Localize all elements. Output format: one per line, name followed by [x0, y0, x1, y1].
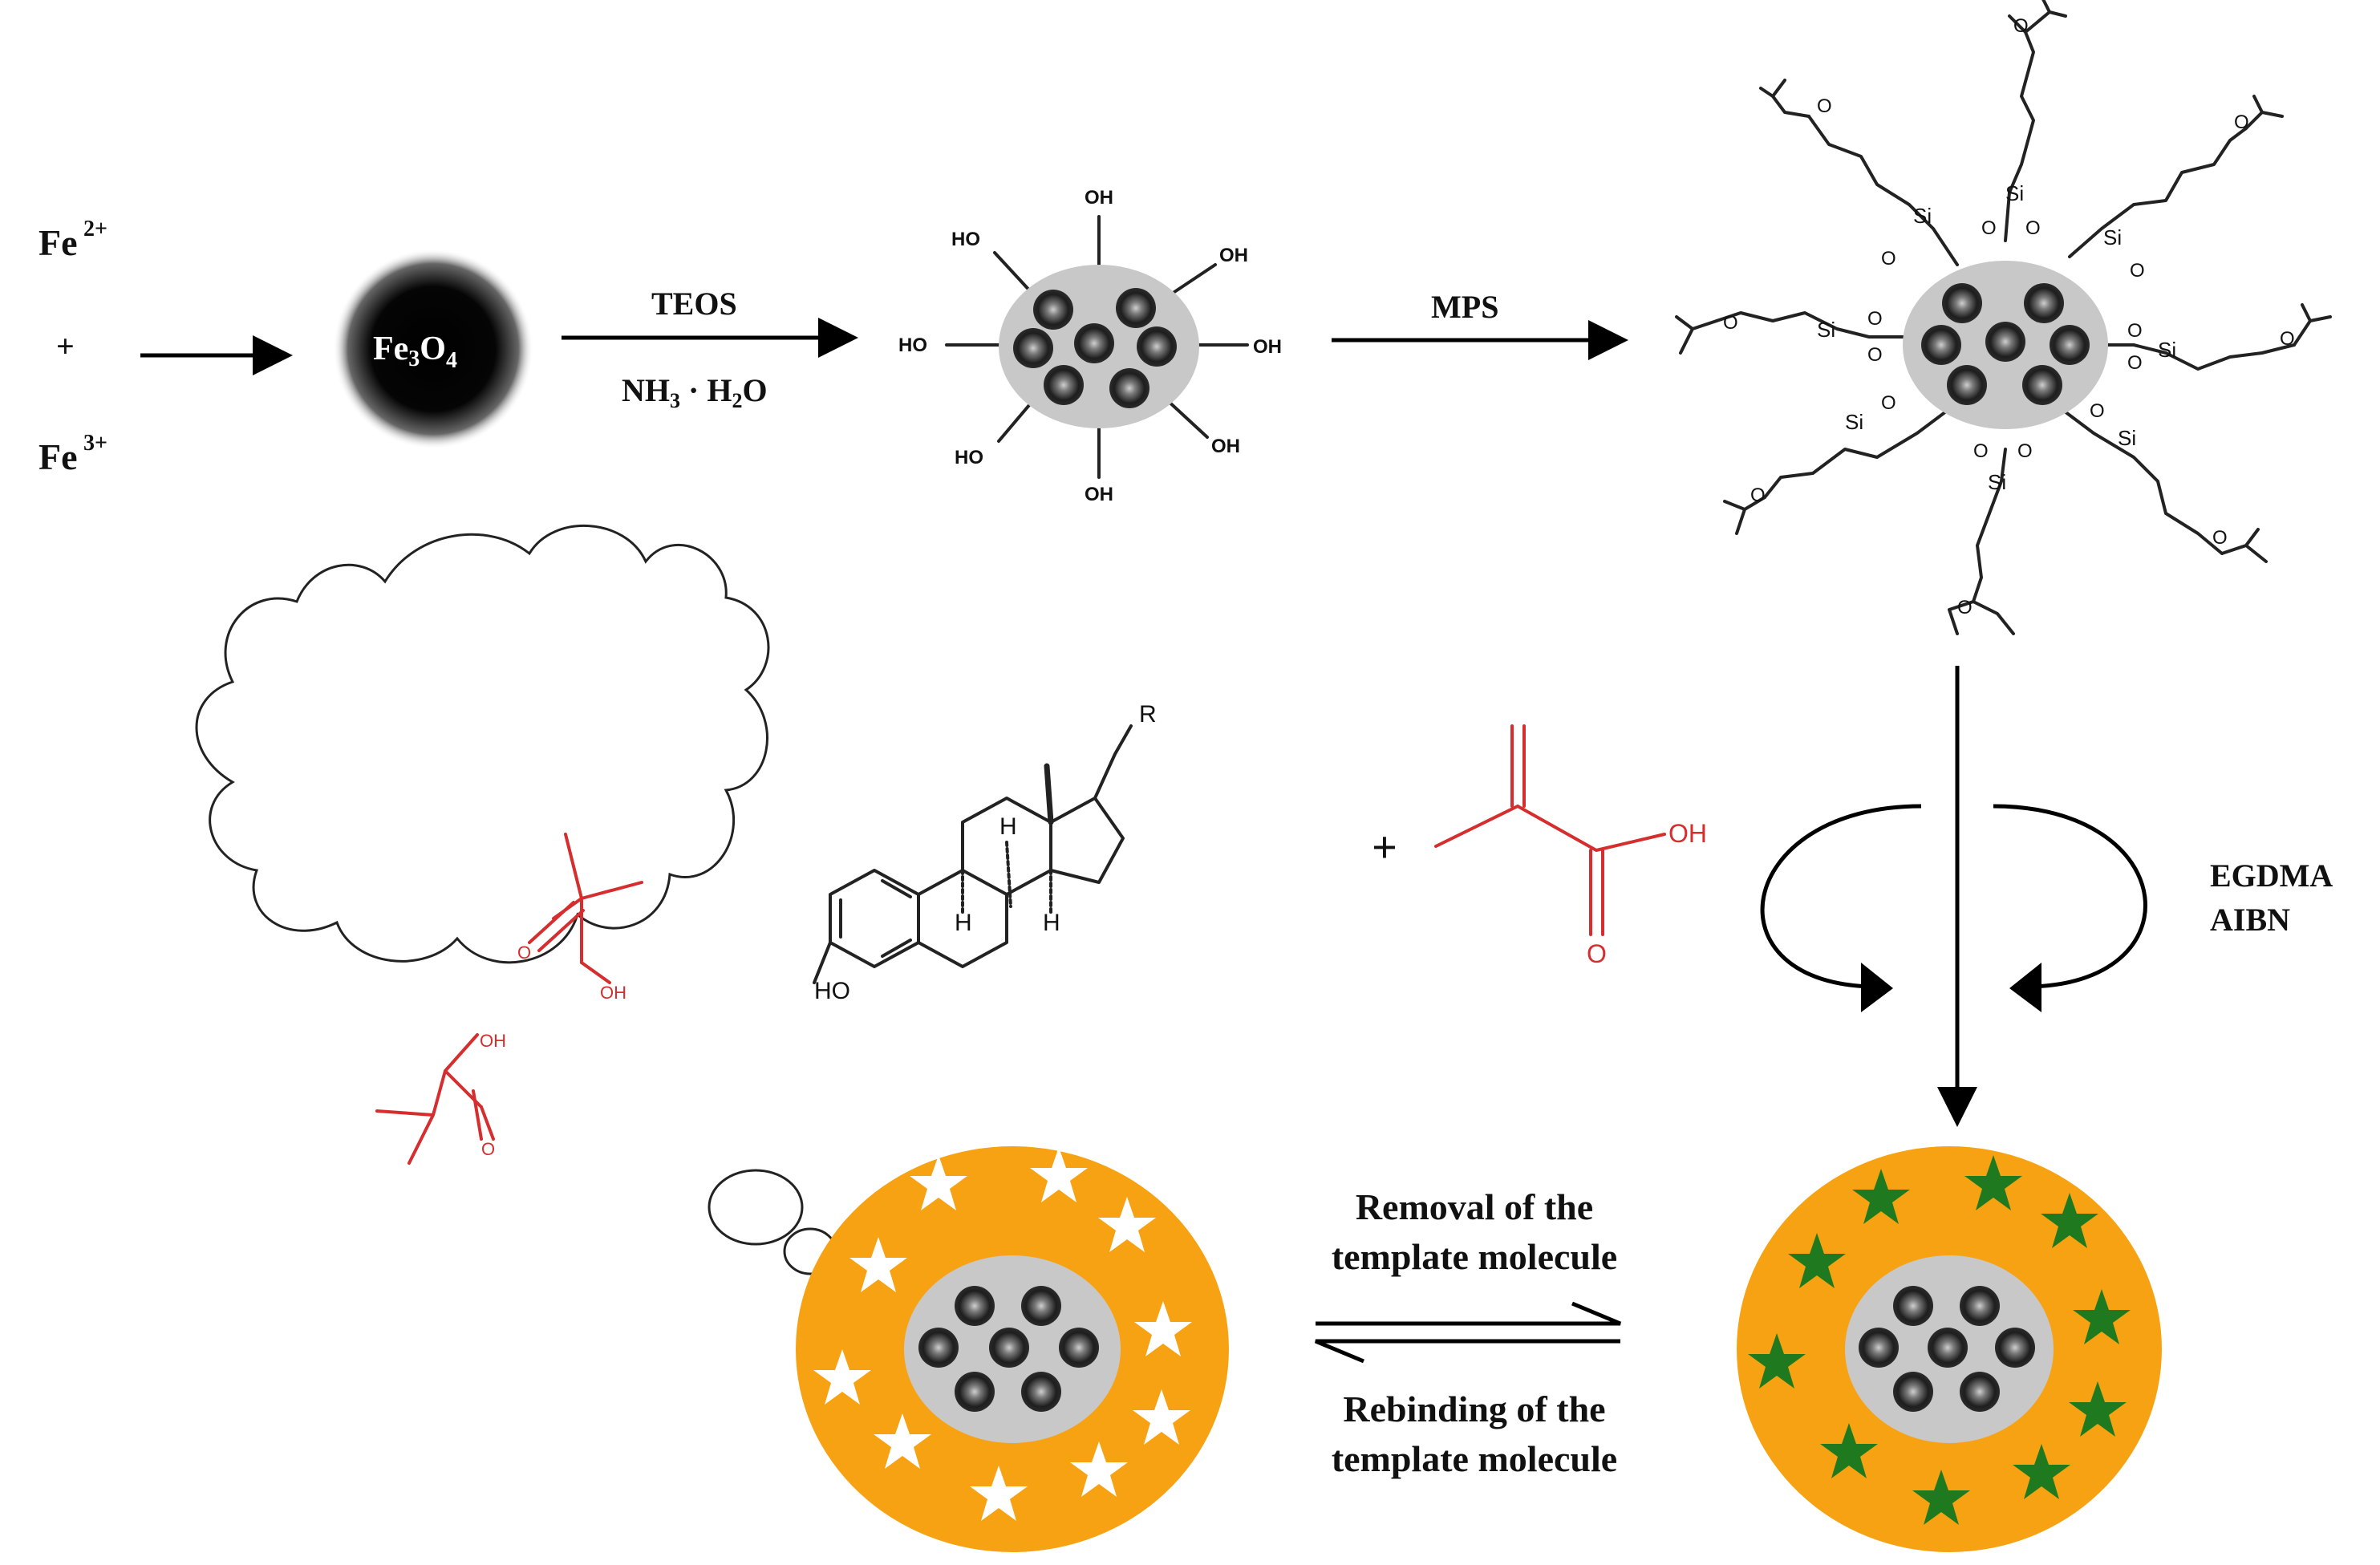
svg-text:O: O: [1817, 95, 1832, 117]
oh-label: OH: [1085, 484, 1113, 505]
circular-arrow-icon: [1993, 804, 2147, 1012]
rebinding-text-line1: Rebinding of the: [1343, 1389, 1605, 1429]
ho-label: HO: [951, 229, 980, 250]
svg-text:O: O: [2130, 260, 2145, 282]
svg-text:O: O: [1881, 248, 1896, 270]
svg-text:O: O: [1957, 597, 1973, 618]
imprinted-polymer-with-template: [1737, 1146, 2162, 1552]
iron-ions-group: Fe 2+ + Fe 3+: [39, 217, 107, 477]
svg-text:O: O: [1587, 939, 1607, 968]
oh-label: OH: [1211, 436, 1240, 457]
thought-bubble-icon: [195, 524, 862, 1290]
imprinted-polymer-empty-cavities: [796, 1146, 1229, 1552]
svg-text:O: O: [517, 943, 531, 963]
mps-functionalized-particle: Si Si Si Si Si Si Si Si O O O O O O O O …: [1675, 0, 2332, 635]
svg-text:Si: Si: [1913, 204, 1932, 228]
svg-text:H: H: [999, 813, 1017, 840]
svg-text:Si: Si: [2103, 225, 2122, 249]
svg-text:OH: OH: [600, 983, 626, 1003]
nh3-h2o-label: NH3 · H2O: [622, 372, 768, 412]
svg-text:O: O: [1867, 308, 1883, 330]
svg-text:O: O: [2234, 111, 2249, 133]
svg-text:O: O: [1973, 440, 1989, 462]
removal-text-line2: template molecule: [1332, 1236, 1617, 1277]
svg-text:O: O: [481, 1139, 495, 1159]
steroid-template-molecule: HO R H H H: [813, 701, 1157, 1004]
aibn-label: AIBN: [2210, 902, 2290, 938]
svg-text:O: O: [1750, 485, 1766, 506]
svg-text:O: O: [2090, 400, 2105, 422]
circular-arrow-icon: [1760, 804, 1922, 1012]
egdma-label: EGDMA: [2210, 858, 2333, 894]
fe3-charge: 3+: [83, 431, 107, 456]
binding-site-fragments: O OH OH O: [375, 833, 643, 1165]
svg-text:OH: OH: [1668, 819, 1707, 848]
silane-chains: [1675, 0, 2332, 635]
silane-atom-labels: Si Si Si Si Si Si Si Si O O O O O O O O …: [1723, 15, 2295, 618]
svg-text:O: O: [2025, 217, 2041, 239]
svg-text:O: O: [1881, 392, 1896, 414]
svg-text:R: R: [1139, 701, 1157, 728]
svg-text:O: O: [2017, 440, 2033, 462]
svg-text:H: H: [1043, 910, 1060, 936]
magnetite-label: Fe3O4: [373, 330, 457, 373]
removal-text-line1: Removal of the: [1356, 1186, 1593, 1227]
oh-label: OH: [1085, 187, 1113, 209]
plus-reagents: +: [1372, 823, 1397, 873]
fe2-label: Fe: [39, 222, 78, 263]
svg-text:Si: Si: [1988, 470, 2006, 494]
svg-text:OH: OH: [480, 1031, 506, 1051]
svg-text:O: O: [2013, 15, 2029, 37]
svg-text:O: O: [2280, 328, 2295, 350]
svg-text:Si: Si: [1817, 318, 1835, 342]
fe2-charge: 2+: [83, 217, 107, 241]
svg-text:O: O: [1981, 217, 1997, 239]
ho-label: HO: [898, 334, 927, 356]
svg-text:H: H: [955, 910, 972, 936]
silica-coated-particle: OH HO OH HO OH HO OH OH: [898, 187, 1282, 505]
svg-text:Si: Si: [1845, 410, 1863, 434]
mps-label: MPS: [1431, 289, 1498, 325]
svg-text:O: O: [1867, 344, 1883, 366]
oh-label: OH: [1253, 336, 1282, 358]
fe3-label: Fe: [39, 436, 78, 477]
svg-text:Si: Si: [2118, 426, 2136, 450]
oh-label: OH: [1219, 245, 1248, 266]
ho-label: HO: [955, 447, 983, 468]
methacrylic-acid-molecule: OH O: [1434, 724, 1707, 968]
svg-text:Si: Si: [2158, 338, 2176, 362]
magnetite-particle: Fe3O4: [333, 249, 533, 449]
svg-text:O: O: [1723, 312, 1738, 334]
svg-text:O: O: [2212, 527, 2228, 549]
svg-text:O: O: [2127, 352, 2143, 374]
svg-text:HO: HO: [814, 978, 850, 1004]
rebinding-text-line2: template molecule: [1332, 1438, 1617, 1479]
teos-label: TEOS: [651, 286, 737, 322]
equilibrium-arrows-icon: [1315, 1301, 1621, 1364]
svg-text:O: O: [2127, 320, 2143, 342]
svg-text:Si: Si: [2005, 181, 2024, 205]
plus-sign: +: [56, 328, 75, 364]
